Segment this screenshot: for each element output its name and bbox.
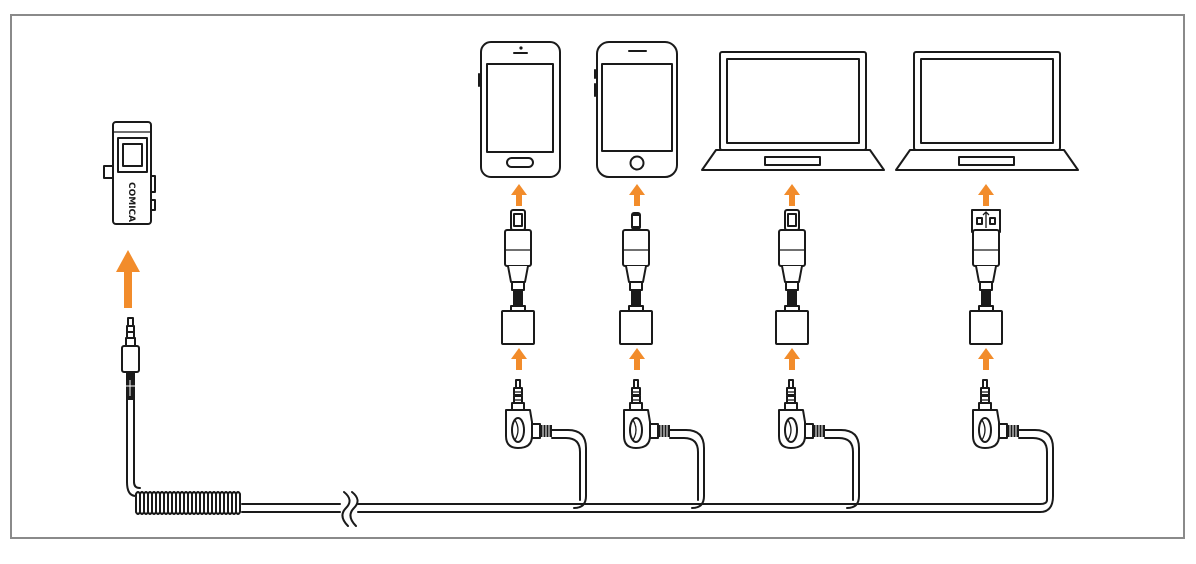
wireless-receiver-icon: COMICA [103, 121, 156, 225]
usb-c-adapter-icon [775, 209, 809, 345]
laptop-icon [701, 51, 885, 171]
arrow-up-icon [629, 184, 645, 206]
usb-a-adapter-icon [969, 209, 1003, 345]
trrs-plug-icon [778, 379, 826, 449]
trrs-coiled-cable-icon [121, 317, 1041, 527]
arrow-up-icon [116, 250, 140, 308]
arrow-up-icon [978, 348, 994, 370]
arrow-up-icon [784, 348, 800, 370]
arrow-up-icon [511, 184, 527, 206]
usb-c-adapter-icon [501, 209, 535, 345]
arrow-up-icon [511, 348, 527, 370]
trrs-plug-icon [972, 379, 1020, 449]
trrs-plug-icon [623, 379, 671, 449]
iphone-icon [594, 41, 678, 178]
cable-branches [551, 429, 1054, 513]
brand-label: COMICA [126, 182, 136, 222]
arrow-up-icon [784, 184, 800, 206]
trrs-plug-icon [505, 379, 553, 449]
lightning-adapter-icon [619, 212, 653, 345]
arrow-up-icon [629, 348, 645, 370]
android-phone-icon [478, 41, 561, 178]
arrow-up-icon [978, 184, 994, 206]
laptop-icon [895, 51, 1079, 171]
